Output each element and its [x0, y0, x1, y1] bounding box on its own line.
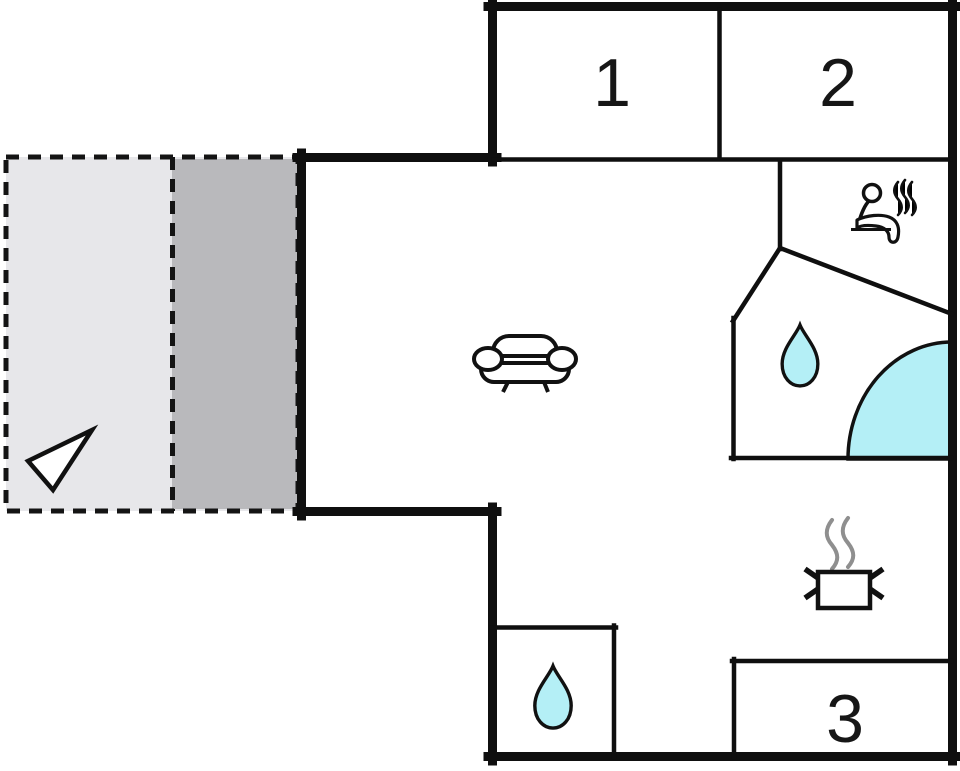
pot-steam-wave-1	[824, 518, 840, 571]
terrace-dark-zone	[172, 159, 298, 509]
north-arrow	[24, 424, 99, 494]
walls	[292, 0, 960, 766]
sofa-arm-left	[472, 346, 504, 372]
sauna-steam-wave-3	[906, 180, 918, 217]
water-drop-icon-main-bathroom	[780, 320, 820, 388]
sauna-person-legs	[855, 213, 901, 244]
pot-icon	[803, 516, 885, 611]
water-drop-icon-small-bathroom	[533, 661, 573, 730]
corner-bathtub	[846, 340, 954, 461]
room-3-label: 3	[826, 681, 864, 757]
sauna-steam-wave-2	[899, 178, 911, 215]
sofa-arm-right	[546, 346, 578, 372]
room-2-label: 2	[819, 45, 857, 121]
sauna-person-head	[861, 182, 883, 204]
terrace-area	[3, 154, 301, 514]
pot-steam-wave-2	[840, 516, 856, 569]
pot-body	[815, 569, 873, 611]
sauna-steam-wave-1	[892, 180, 904, 217]
room-1-label: 1	[593, 45, 631, 121]
wall-bathroom-corner-diagonal	[729, 244, 784, 325]
sofa-icon	[472, 334, 578, 393]
wall-sauna-bathroom-diagonal	[777, 245, 955, 317]
sauna-icon	[851, 178, 918, 244]
